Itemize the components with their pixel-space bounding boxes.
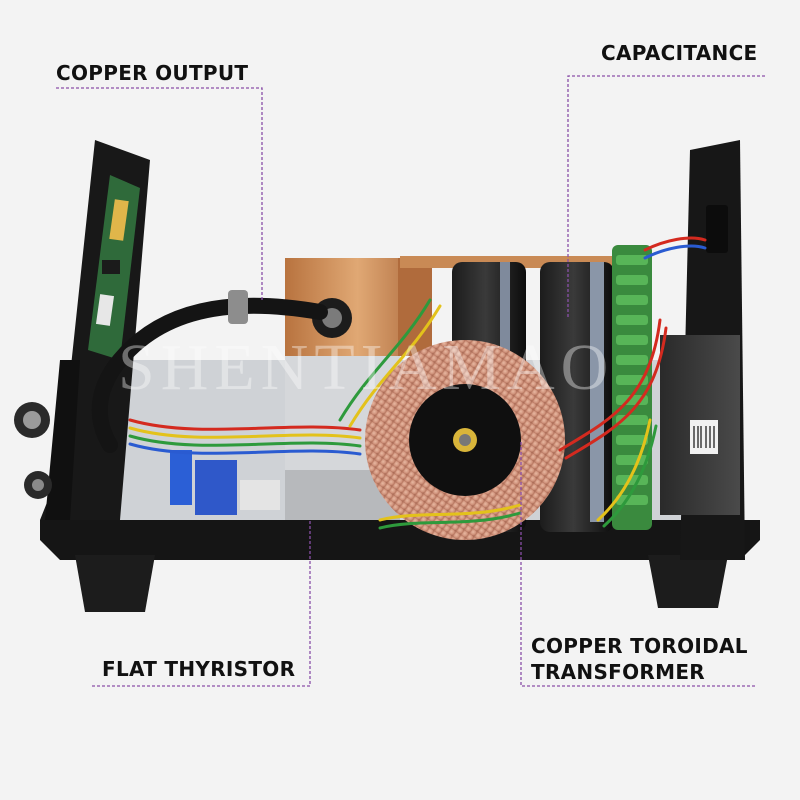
control-transformer [195,460,237,515]
terminal-connector [170,450,192,505]
wiring-harness [128,236,707,530]
green-resistor [612,245,652,530]
toroidal-transformer-label: COPPER TOROIDAL TRANSFORMER [531,633,748,685]
cable-clamp [228,290,248,324]
leader-copper-output [56,87,263,300]
fan-label [690,420,718,454]
toroid-center-bolt-core [459,434,471,446]
board-component [102,260,120,274]
board-component [109,199,129,241]
toroidal-label-line2: TRANSFORMER [531,660,705,684]
flat-thyristor-label: FLAT THYRISTOR [102,657,296,681]
leader-toroidal [520,440,755,687]
front-connector-core [32,479,44,491]
front-panel-edge [45,360,80,520]
toroidal-label-line1: COPPER TOROIDAL [531,634,748,658]
resistor-ribs [616,255,648,505]
output-cable [91,297,328,453]
fan-label-barcode [693,426,715,448]
foot-right [648,555,728,608]
capacitance-label: CAPACITANCE [601,41,758,65]
power-switch [706,205,728,253]
terminal-block [240,480,280,510]
copper-output-label: COPPER OUTPUT [56,61,249,85]
leader-flat-thyristor [92,520,311,687]
leader-capacitance [567,75,765,318]
watermark: SHENTIAMAO [118,331,615,404]
front-connector-core [23,411,41,429]
callout-leader-lines [56,75,765,687]
capacitor-bracket [590,262,604,522]
foot-left [75,555,155,612]
board-component [95,294,115,326]
